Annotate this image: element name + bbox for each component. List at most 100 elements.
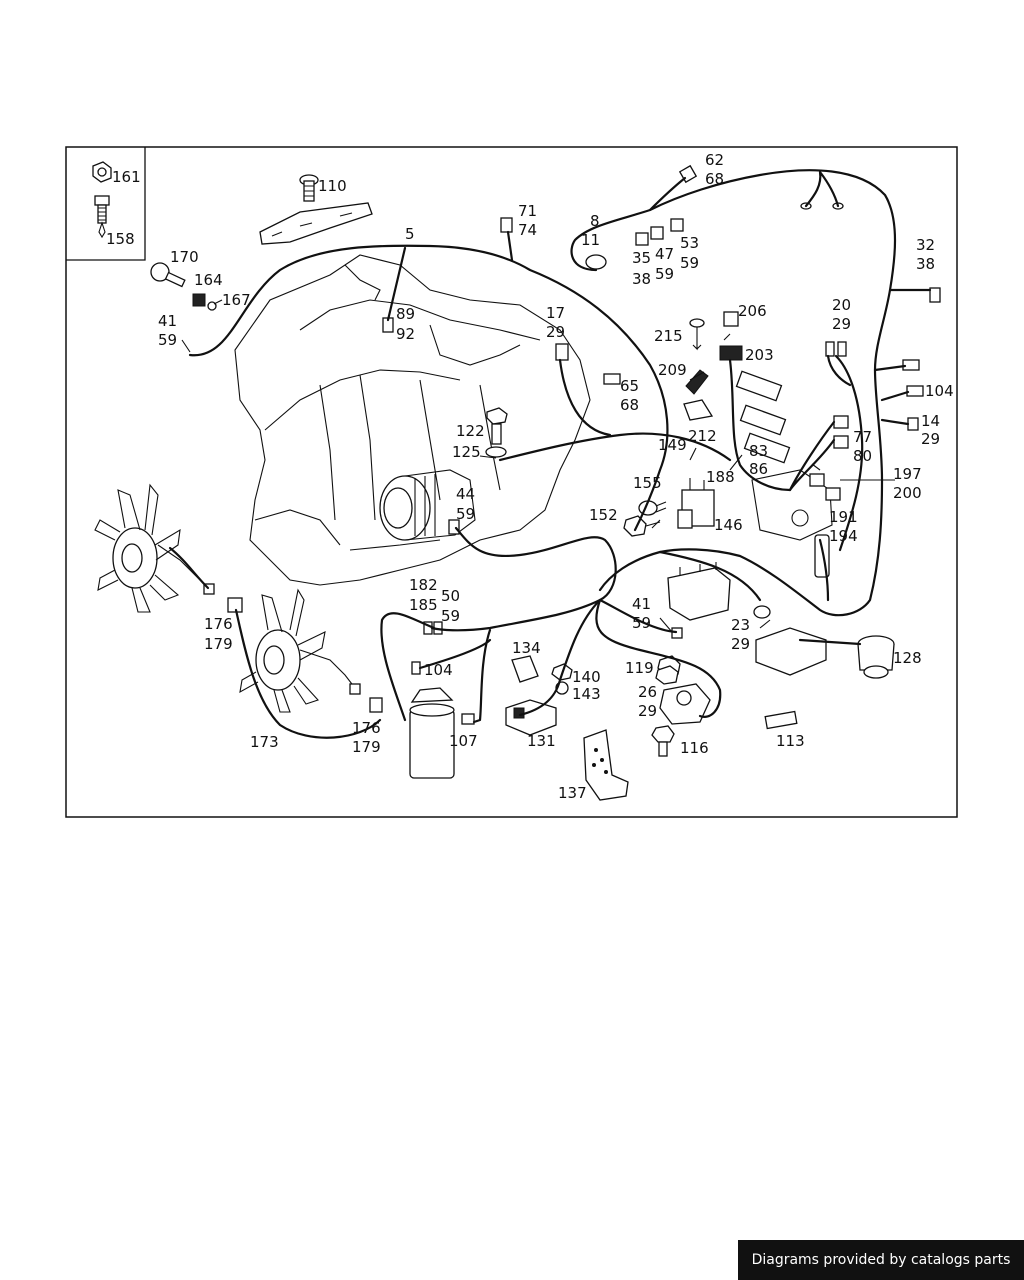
callout-113: 113 — [776, 732, 805, 750]
footer-credit: Diagrams provided by catalogs parts — [738, 1240, 1024, 1280]
callout-20: 20 — [832, 296, 851, 314]
callout-158: 158 — [106, 230, 135, 248]
bolt-170-icon — [150, 262, 186, 288]
callout-59: 59 — [441, 607, 460, 625]
callout-182: 182 — [409, 576, 438, 594]
callout-164: 164 — [194, 271, 223, 289]
callout-107: 107 — [449, 732, 478, 750]
callout-47: 47 — [655, 245, 674, 263]
canister-icon — [409, 687, 455, 779]
callout-80: 80 — [853, 447, 872, 465]
callout-71: 71 — [518, 202, 537, 220]
callout-29: 29 — [638, 702, 657, 720]
connector-113-icon — [764, 710, 798, 730]
callout-29: 29 — [921, 430, 940, 448]
leader-lines — [181, 299, 895, 633]
callout-29: 29 — [832, 315, 851, 333]
callout-152: 152 — [589, 506, 618, 524]
callout-176: 176 — [352, 719, 381, 737]
callout-179: 179 — [352, 738, 381, 756]
sensor-26-icon — [657, 655, 711, 725]
callout-110: 110 — [318, 177, 347, 195]
callout-41: 41 — [158, 312, 177, 330]
callout-191: 191 — [829, 508, 858, 526]
callout-8: 8 — [590, 212, 600, 230]
callout-35: 35 — [632, 249, 651, 267]
callout-188: 188 — [706, 468, 735, 486]
callout-38: 38 — [632, 270, 651, 288]
callout-197: 197 — [893, 465, 922, 483]
callout-5: 5 — [405, 225, 415, 243]
callout-209: 209 — [658, 361, 687, 379]
engine-block-outline — [234, 254, 591, 586]
fan-lower-icon — [239, 588, 356, 713]
callout-140: 140 — [572, 668, 601, 686]
callout-203: 203 — [745, 346, 774, 364]
callout-29: 29 — [731, 635, 750, 653]
callout-134: 134 — [512, 639, 541, 657]
callout-122: 122 — [456, 422, 485, 440]
callout-92: 92 — [396, 325, 415, 343]
callout-23: 23 — [731, 616, 750, 634]
callout-59: 59 — [456, 505, 475, 523]
callout-206: 206 — [738, 302, 767, 320]
callout-155: 155 — [633, 474, 662, 492]
bolt-122-icon — [485, 407, 508, 458]
callout-26: 26 — [638, 683, 657, 701]
callout-74: 74 — [518, 221, 537, 239]
bracket-110-icon — [259, 202, 373, 245]
callout-83: 83 — [749, 442, 768, 460]
callout-65: 65 — [620, 377, 639, 395]
callout-119: 119 — [625, 659, 654, 677]
bracket-137-icon — [583, 729, 629, 801]
sensor-164-icon — [192, 293, 217, 311]
callout-68: 68 — [620, 396, 639, 414]
callout-167: 167 — [222, 291, 251, 309]
callout-labels: 161 158 110 5 71 74 8 11 35 38 47 59 53 … — [106, 151, 954, 802]
bolt-116-icon — [651, 725, 675, 757]
callout-128: 128 — [893, 649, 922, 667]
valve-146-icon — [677, 478, 715, 529]
callout-125: 125 — [452, 443, 481, 461]
screw-215-icon — [689, 318, 705, 351]
callout-170: 170 — [170, 248, 199, 266]
bracket-131-icon — [505, 655, 557, 736]
callout-104: 104 — [424, 661, 453, 679]
part-209-icon — [683, 369, 714, 421]
cap-128-icon — [857, 635, 895, 679]
part-140-icon — [551, 663, 573, 695]
callout-215: 215 — [654, 327, 683, 345]
callout-176: 176 — [204, 615, 233, 633]
callout-143: 143 — [572, 685, 601, 703]
callout-200: 200 — [893, 484, 922, 502]
callout-41: 41 — [632, 595, 651, 613]
callout-131: 131 — [527, 732, 556, 750]
callout-116: 116 — [680, 739, 709, 757]
alternator-pulley-icon — [379, 469, 476, 541]
callout-59: 59 — [158, 331, 177, 349]
callout-173: 173 — [250, 733, 279, 751]
callout-89: 89 — [396, 305, 415, 323]
callout-59: 59 — [680, 254, 699, 272]
diagram-frame — [65, 146, 958, 818]
callout-104: 104 — [925, 382, 954, 400]
callout-11: 11 — [581, 231, 600, 249]
module-41-icon — [667, 562, 731, 621]
callout-179: 179 — [204, 635, 233, 653]
callout-86: 86 — [749, 460, 768, 478]
wiring-harness — [168, 169, 932, 739]
callout-29: 29 — [546, 323, 565, 341]
relay-block-icon — [719, 311, 791, 464]
stud-158-icon — [94, 195, 110, 239]
callout-149: 149 — [658, 436, 687, 454]
callout-77: 77 — [853, 428, 872, 446]
callout-161: 161 — [112, 168, 141, 186]
callout-50: 50 — [441, 587, 460, 605]
callout-14: 14 — [921, 412, 940, 430]
callout-137: 137 — [558, 784, 587, 802]
callout-68: 68 — [705, 170, 724, 188]
callout-146: 146 — [714, 516, 743, 534]
nut-119-icon — [655, 665, 679, 685]
nut-161-icon — [92, 161, 112, 183]
callout-44: 44 — [456, 485, 475, 503]
